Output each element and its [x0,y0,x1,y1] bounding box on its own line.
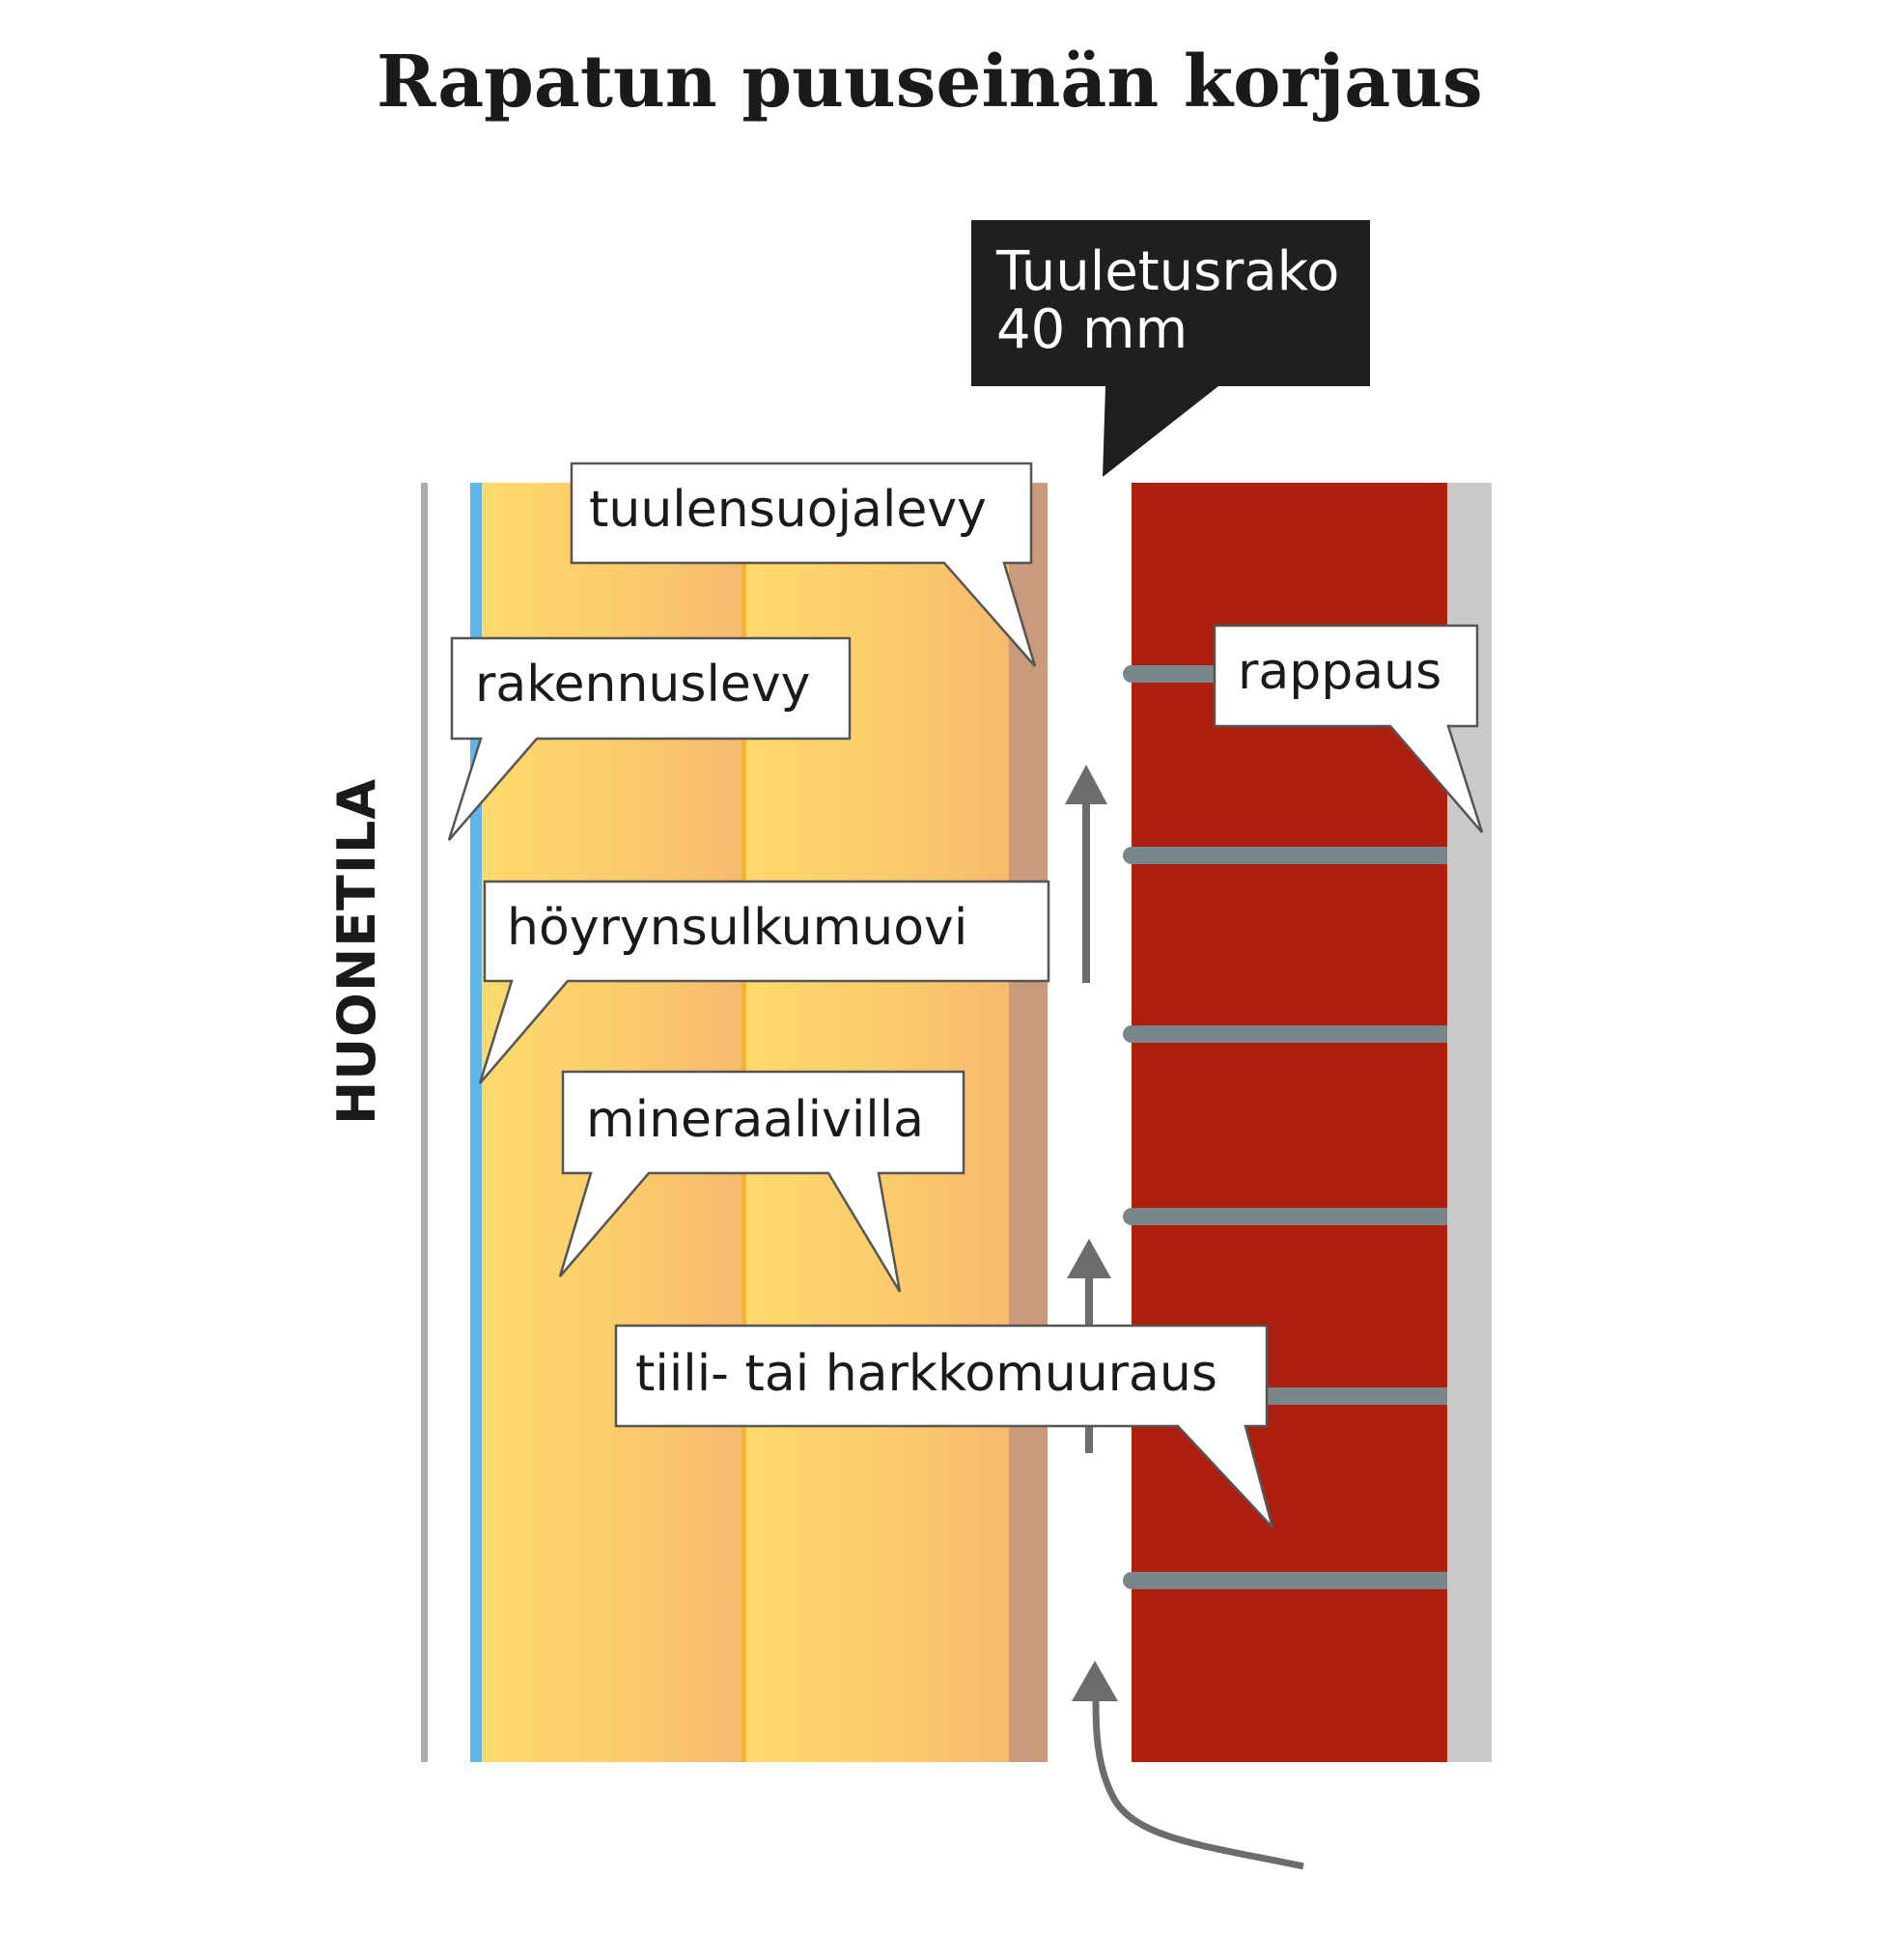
airflow-arrow-head-icon [1065,765,1107,804]
plaster-callout: rappaus [1213,624,1484,833]
ventilation-gap-label-line2: 40 mm [996,298,1188,361]
airflow-inlet-curve [1092,1694,1304,1870]
wind-board-label: tuulensuojalevy [589,481,987,539]
inner-surface-line [421,483,428,1762]
callout-box [570,462,1037,667]
ventilation-gap-callout: Tuuletusrako 40 mm [971,220,1370,477]
airflow-arrow-head-icon [1072,1661,1118,1701]
callout-box [447,636,852,841]
airflow-arrow-head-icon [1067,1239,1111,1278]
mortar-joints [1123,665,1454,1589]
mineral-wool-callout: mineraalivilla [558,1070,965,1293]
mineral-wool-label: mineraalivilla [586,1091,924,1149]
masonry-callout: tiili- tai harkkomuuraus [614,1324,1274,1528]
callout-box [971,220,1370,386]
callout-box [558,1070,965,1293]
airflow-arrows [1065,765,1304,1870]
diagram-title: Rapatun puuseinän korjaus [377,41,1483,124]
building-board-label: rakennuslevy [475,656,810,714]
callout-box [614,1324,1274,1528]
masonry-label: tiili- tai harkkomuuraus [635,1345,1217,1403]
wind-board-callout: tuulensuojalevy [570,462,1037,667]
vapor-barrier-label: höyrynsulkumuovi [507,899,967,957]
callout-box [1213,624,1484,833]
callout-box [478,880,1050,1084]
plaster-label: rappaus [1238,643,1441,701]
ventilation-gap-label-line1: Tuuletusrako [995,240,1339,303]
vapor-barrier-callout: höyrynsulkumuovi [478,880,1050,1084]
room-space-label: HUONETILA [326,778,387,1125]
wind-board-layer [1009,483,1048,1762]
callout-pointer [1103,386,1218,477]
building-board-callout: rakennuslevy [447,636,852,841]
